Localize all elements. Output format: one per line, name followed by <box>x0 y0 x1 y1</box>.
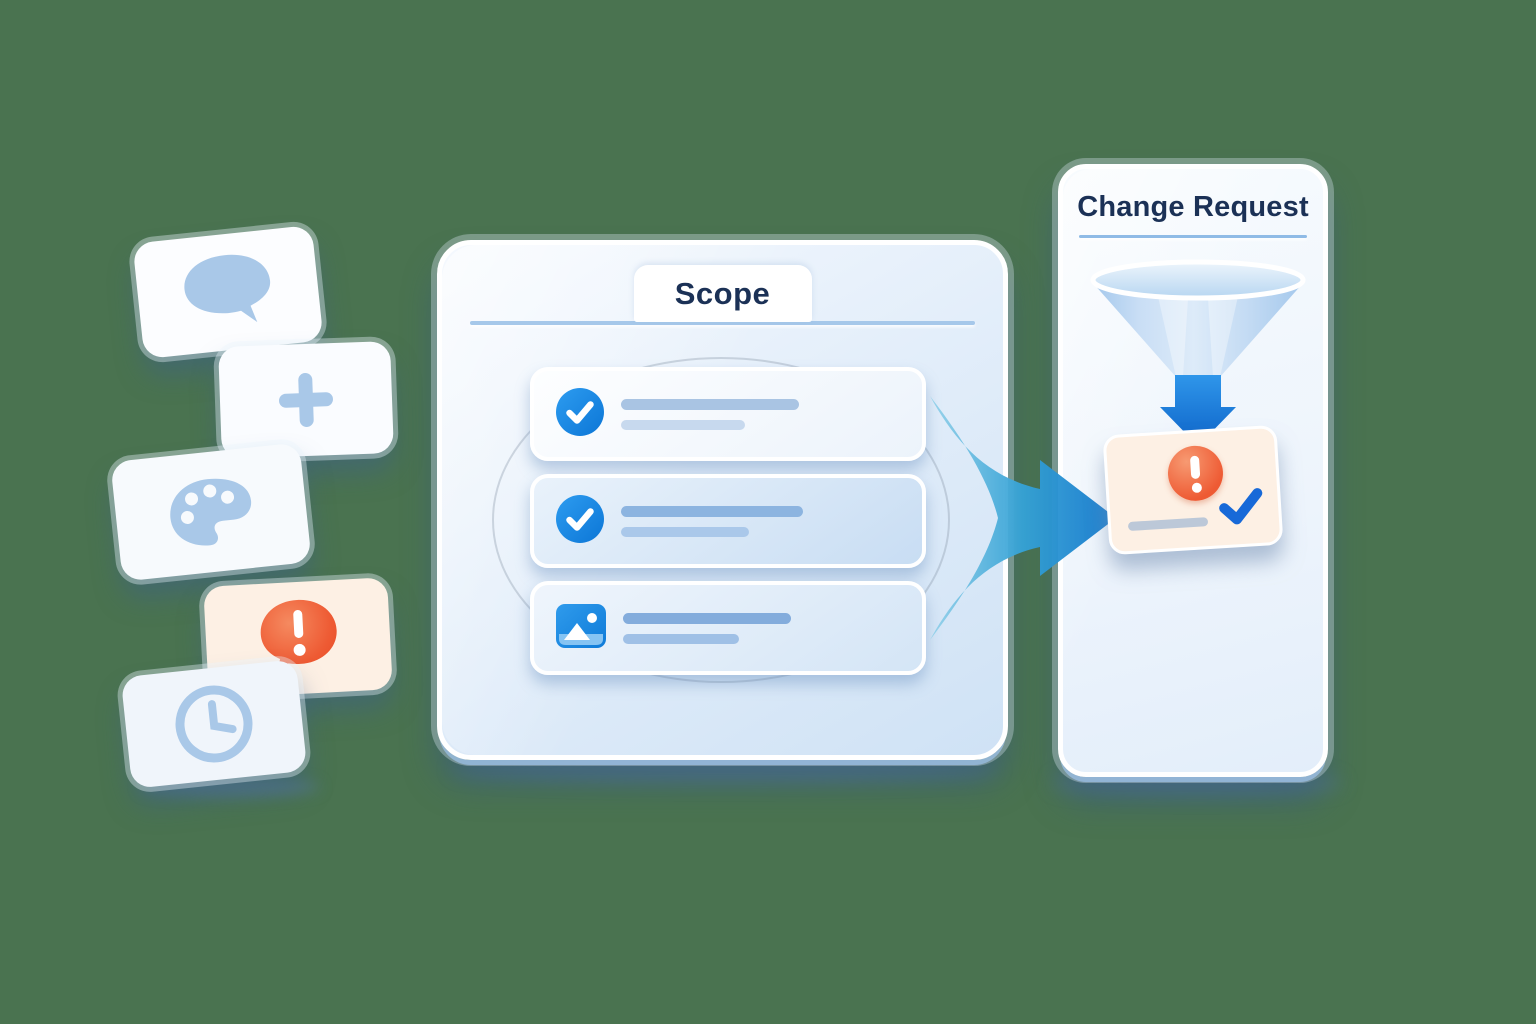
placeholder-text <box>623 612 791 644</box>
change-request-title: Change Request <box>1077 191 1309 223</box>
change-request-card <box>1102 424 1284 556</box>
scope-item-3 <box>530 581 926 675</box>
plus-icon <box>273 367 339 433</box>
flow-arrow-icon <box>912 392 1122 649</box>
tab-scope-label: Scope <box>674 275 771 311</box>
text-line <box>621 505 803 517</box>
scope-item-2 <box>530 474 926 568</box>
alert-bubble-icon <box>253 596 343 680</box>
change-request-panel-shadow <box>1052 772 1342 794</box>
clock-card <box>120 659 308 789</box>
check-circle-icon <box>556 387 604 441</box>
check-circle-icon <box>556 494 604 548</box>
tab-scope: Scope <box>633 265 812 322</box>
placeholder-text <box>621 505 803 537</box>
add-card <box>218 341 394 459</box>
text-line <box>1127 517 1209 532</box>
scope-item-list <box>530 367 926 688</box>
image-icon <box>556 603 606 653</box>
alert-icon <box>1166 444 1225 503</box>
text-line <box>623 612 791 624</box>
scope-panel-shadow <box>452 757 997 781</box>
scope-item-1 <box>530 367 926 461</box>
palette-card <box>110 442 312 582</box>
palette-icon <box>162 470 259 553</box>
scope-divider <box>470 321 975 325</box>
text-line <box>621 526 749 537</box>
chat-bubble-icon <box>174 246 282 338</box>
text-line <box>623 633 739 644</box>
arrow-down-icon <box>1160 375 1236 446</box>
clock-icon <box>167 677 262 772</box>
text-line <box>621 398 799 410</box>
funnel-icon <box>1087 257 1309 454</box>
exclamation-dot <box>1191 482 1202 494</box>
exclamation-bar <box>1189 455 1201 480</box>
change-request-divider <box>1079 235 1307 238</box>
text-line <box>621 419 745 430</box>
alert-card <box>203 577 393 699</box>
check-icon <box>1217 487 1266 533</box>
focus-ellipse <box>492 357 950 683</box>
scope-panel: Scope <box>437 240 1008 760</box>
placeholder-text <box>621 398 799 430</box>
chat-card <box>132 224 324 360</box>
